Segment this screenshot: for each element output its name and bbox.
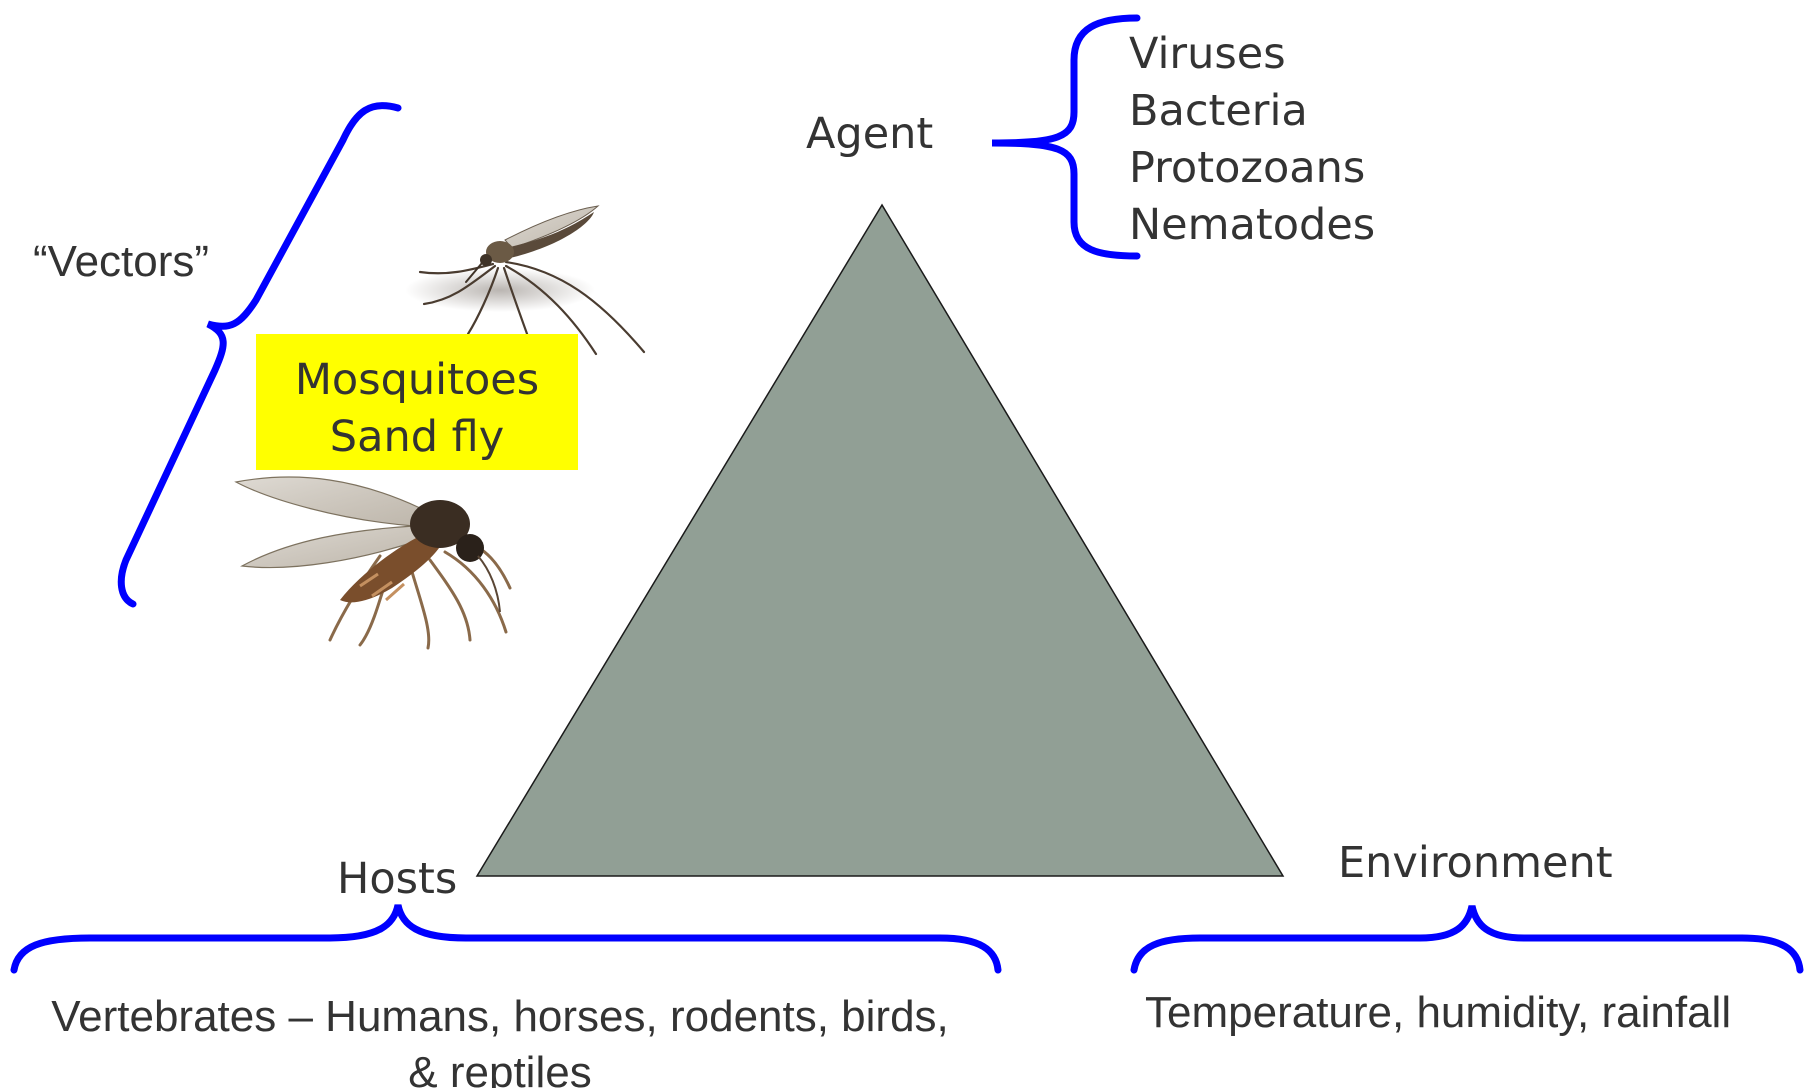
sand-fly-image	[206, 444, 520, 676]
vector-sand-fly: Sand fly	[256, 409, 578, 466]
agent-item-nematodes: Nematodes	[1129, 197, 1375, 254]
mosquito-image	[405, 206, 644, 354]
hosts-detail-line-1: Vertebrates – Humans, horses, rodents, b…	[0, 989, 1000, 1045]
agent-list: Viruses Bacteria Protozoans Nematodes	[1129, 26, 1375, 254]
environment-brace	[1134, 906, 1800, 970]
hosts-detail: Vertebrates – Humans, horses, rodents, b…	[0, 989, 1000, 1088]
environment-detail: Temperature, humidity, rainfall	[1145, 991, 1731, 1035]
hosts-brace	[14, 905, 998, 970]
agent-label: Agent	[806, 113, 933, 156]
agent-brace	[992, 18, 1137, 256]
agent-item-protozoans: Protozoans	[1129, 140, 1375, 197]
vectors-highlight-box: Mosquitoes Sand fly	[256, 334, 578, 470]
vector-mosquitoes: Mosquitoes	[256, 352, 578, 409]
hosts-label: Hosts	[337, 858, 457, 901]
environment-label: Environment	[1338, 842, 1613, 885]
hosts-detail-line-2: & reptiles	[0, 1045, 1000, 1088]
vectors-label: “Vectors”	[33, 240, 209, 284]
agent-item-bacteria: Bacteria	[1129, 83, 1375, 140]
agent-item-viruses: Viruses	[1129, 26, 1375, 83]
